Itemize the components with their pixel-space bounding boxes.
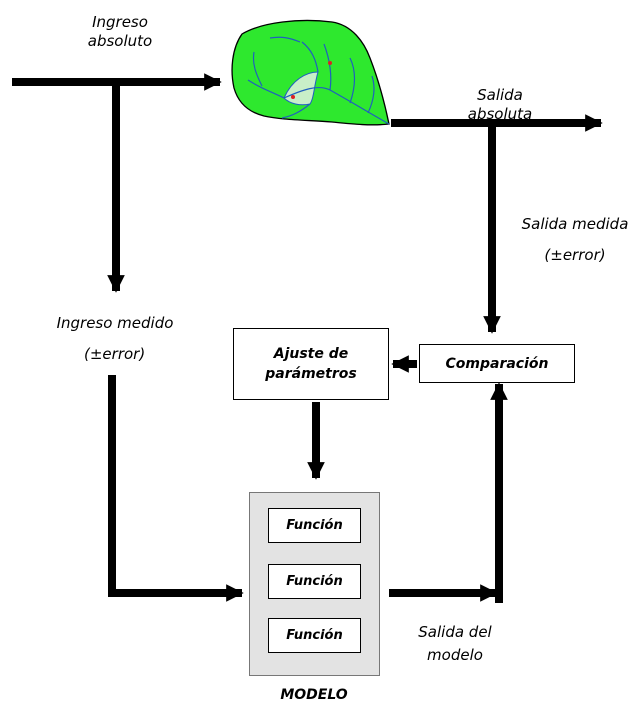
label-ingreso-medido-error: (±error) [84,345,146,363]
label-salida-absoluta: Salida absoluta [450,86,550,124]
label-salida-medida-error: (±error) [544,246,606,264]
label-ingreso-absoluto: Ingreso absoluto [75,13,165,51]
label-ingreso-absoluto-line1: Ingreso [92,13,148,31]
label-salida-modelo-line2: modelo [427,646,483,664]
label-salida-medida-text: Salida medida [521,215,629,233]
label-ingreso-medido-text: Ingreso medido [56,314,174,332]
function-box-3-label: Función [286,628,343,643]
box-ajuste-line2: parámetros [265,366,357,382]
box-ajuste-parametros: Ajuste de parámetros [233,328,389,400]
box-comparacion-label: Comparación [445,355,549,372]
label-salida-modelo: Salida del modelo [405,623,505,665]
label-modelo: MODELO [280,687,348,703]
label-salida-absoluta-line2: absoluta [467,105,533,123]
label-ingreso-absoluto-line2: absoluto [87,32,153,50]
function-box-3: Función [268,618,361,653]
label-salida-absoluta-line1: Salida [477,86,523,104]
function-box-1-label: Función [286,518,343,533]
label-ingreso-medido: Ingreso medido (±error) [40,314,190,364]
watershed-map-icon [231,19,390,126]
function-box-2: Función [268,564,361,599]
function-box-1: Función [268,508,361,543]
box-ajuste-line1: Ajuste de [273,346,349,362]
label-salida-modelo-line1: Salida del [418,623,492,641]
label-salida-medida: Salida medida (±error) [512,215,638,265]
function-box-2-label: Función [286,574,343,589]
box-comparacion: Comparación [419,344,575,383]
